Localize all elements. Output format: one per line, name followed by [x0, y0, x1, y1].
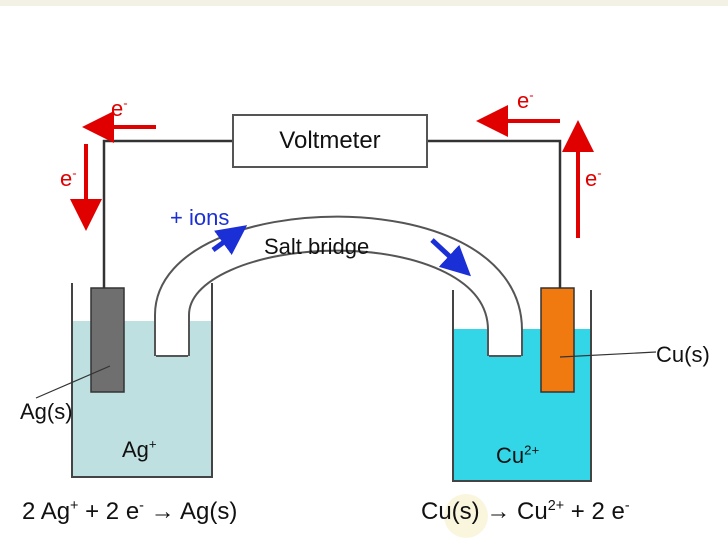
electron-label-top-right: e-: [517, 87, 534, 113]
copper-ion-label: Cu2+: [496, 442, 540, 468]
silver-electrode-label: Ag(s): [20, 399, 73, 424]
left-half-reaction: 2 Ag+ + 2 e- → Ag(s): [22, 498, 238, 525]
cursor-highlight: [444, 494, 488, 538]
copper-electrode-label: Cu(s): [656, 342, 710, 367]
salt-bridge: [154, 215, 523, 357]
voltmeter: Voltmeter: [232, 114, 428, 168]
voltmeter-label: Voltmeter: [279, 127, 381, 154]
copper-electrode: [540, 287, 575, 393]
ions-label: + ions: [170, 205, 230, 230]
cu-leader-line: [559, 351, 657, 358]
electron-label-right: e-: [585, 165, 602, 191]
left-beaker: [71, 283, 213, 478]
silver-electrode: [90, 287, 125, 393]
ion-flow-arrows: [211, 225, 471, 277]
ion-arrow-left: [211, 225, 248, 255]
electron-label-top-left: e-: [111, 95, 128, 121]
ion-arrow-right: [430, 238, 471, 277]
electron-label-left: e-: [60, 165, 77, 191]
right-beaker: [452, 290, 592, 482]
electron-flow-arrows: [70, 105, 594, 238]
silver-ion-label: Ag+: [122, 436, 157, 462]
top-strip: [0, 0, 728, 6]
salt-bridge-label: Salt bridge: [264, 234, 370, 259]
ag-leader-line: [35, 365, 111, 399]
right-half-reaction: Cu(s) → Cu2+ + 2 e-: [421, 498, 630, 525]
